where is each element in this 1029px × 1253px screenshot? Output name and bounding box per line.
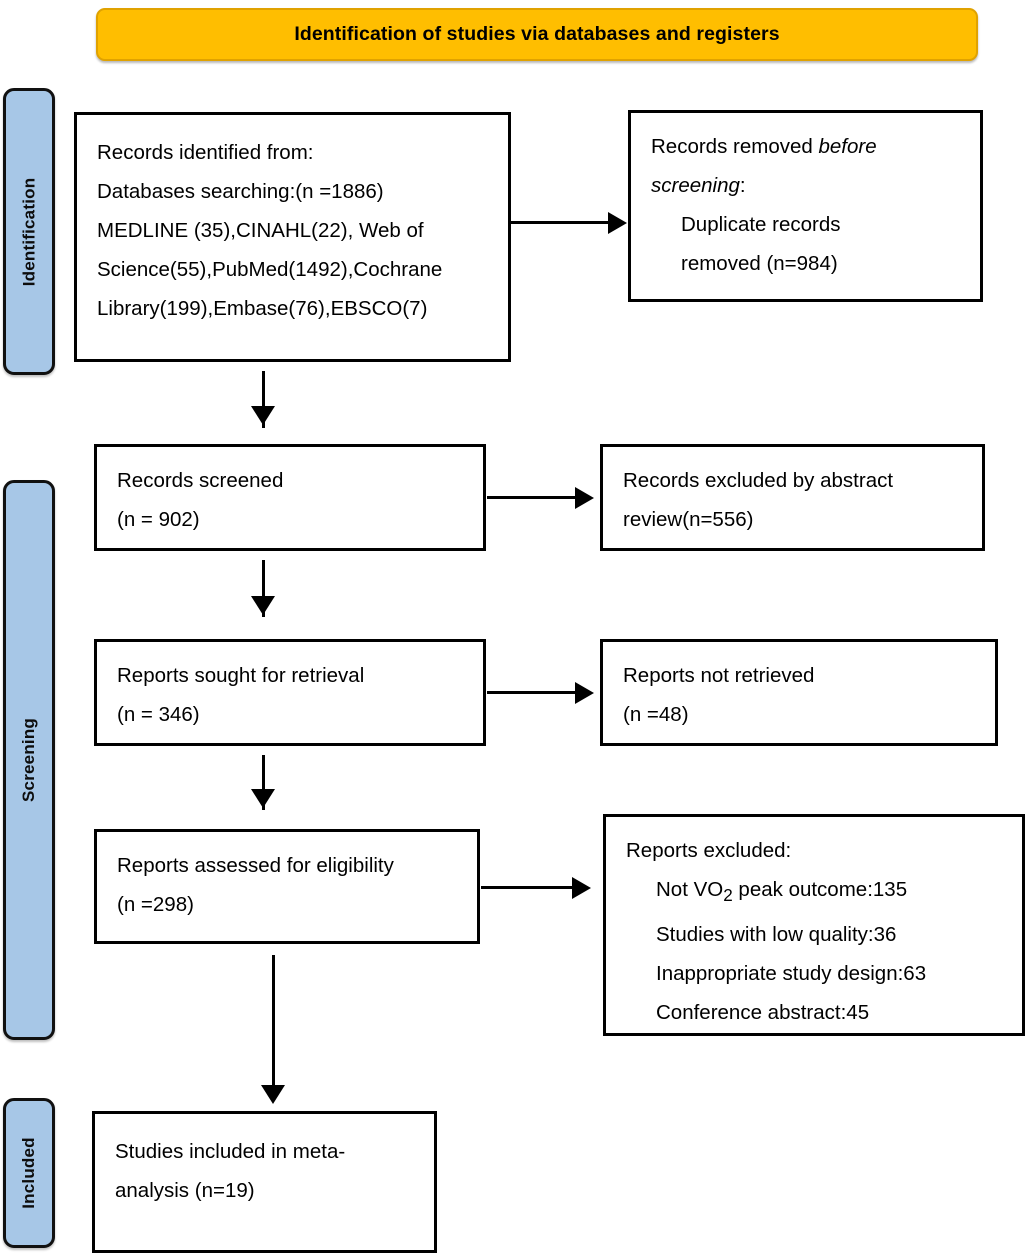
reports-excluded-reason-1: Not VO2 peak outcome:135 — [626, 870, 1006, 915]
reports-excluded-reason-1-pre: Not VO — [656, 878, 724, 901]
records-removed-line-3: Duplicate records — [681, 213, 841, 236]
node-reports-not-retrieved: Reports not retrieved (n =48) — [600, 639, 998, 746]
reports-not-retrieved-line-1: Reports not retrieved — [623, 664, 815, 687]
records-screened-line-2: (n = 902) — [117, 508, 200, 531]
records-removed-line-2-emphasis: screening — [651, 174, 740, 197]
records-removed-line-4: removed (n=984) — [681, 252, 838, 275]
node-reports-excluded: Reports excluded: Not VO2 peak outcome:1… — [603, 814, 1025, 1036]
connector-screened-to-sought — [262, 560, 265, 617]
stage-label-screening-text: Screening — [19, 718, 38, 802]
connector-assessed-to-excluded — [481, 886, 578, 889]
arrow-down-icon — [251, 789, 275, 808]
records-screened-line-1: Records screened — [117, 469, 284, 492]
arrow-right-icon — [572, 877, 591, 899]
node-records-screened: Records screened (n = 902) — [94, 444, 486, 551]
records-identified-line-2: Databases searching:(n =1886) — [97, 180, 384, 203]
arrow-right-icon — [575, 487, 594, 509]
reports-sought-line-2: (n = 346) — [117, 703, 200, 726]
records-identified-line-5: Library(199),Embase(76),EBSCO(7) — [97, 297, 428, 320]
stage-label-included-text: Included — [19, 1137, 38, 1209]
node-studies-included: Studies included in meta- analysis (n=19… — [92, 1111, 437, 1253]
records-excluded-abstract-line-2: review(n=556) — [623, 508, 754, 531]
arrow-down-icon — [251, 596, 275, 615]
records-removed-line-1: Records removed before — [651, 127, 964, 166]
stage-label-identification: Identification — [3, 88, 55, 375]
connector-screened-to-excluded-abstract — [487, 496, 581, 499]
connector-sought-to-assessed — [262, 755, 265, 810]
records-identified-line-4: Science(55),PubMed(1492),Cochrane — [97, 258, 443, 281]
connector-sought-to-not-retrieved — [487, 691, 581, 694]
arrow-down-icon — [261, 1085, 285, 1104]
node-reports-sought: Reports sought for retrieval (n = 346) — [94, 639, 486, 746]
records-identified-line-1: Records identified from: — [97, 141, 314, 164]
diagram-title: Identification of studies via databases … — [294, 23, 780, 45]
studies-included-line-2: analysis (n=19) — [115, 1179, 255, 1202]
node-records-identified: Records identified from: Databases searc… — [74, 112, 511, 362]
node-records-removed: Records removed before screening: Duplic… — [628, 110, 983, 302]
records-excluded-abstract-line-1: Records excluded by abstract — [623, 469, 894, 492]
connector-assessed-to-included — [272, 955, 275, 1095]
records-removed-line-1-emphasis: before — [818, 135, 877, 158]
reports-excluded-line-1: Reports excluded: — [626, 839, 792, 862]
arrow-right-icon — [575, 682, 594, 704]
arrow-right-icon — [608, 212, 627, 234]
records-removed-line-2-text: : — [739, 174, 746, 197]
reports-excluded-reason-2: Studies with low quality:36 — [656, 923, 897, 947]
reports-excluded-reason-1-post: peak outcome:135 — [732, 878, 908, 901]
studies-included-line-1: Studies included in meta- — [115, 1140, 346, 1163]
reports-not-retrieved-line-2: (n =48) — [623, 703, 689, 726]
records-removed-line-1-text: Records removed — [651, 135, 819, 158]
reports-assessed-line-2: (n =298) — [117, 893, 194, 916]
stage-label-included: Included — [3, 1098, 55, 1248]
reports-excluded-reason-1-subscript: 2 — [723, 886, 733, 906]
node-records-excluded-abstract: Records excluded by abstract review(n=55… — [600, 444, 985, 551]
reports-assessed-line-1: Reports assessed for eligibility — [117, 854, 394, 877]
reports-excluded-reason-4: Conference abstract:45 — [656, 1001, 870, 1025]
reports-sought-line-1: Reports sought for retrieval — [117, 664, 365, 687]
records-removed-line-2: screening: — [651, 166, 964, 205]
records-identified-line-3: MEDLINE (35),CINAHL(22), Web of — [97, 219, 424, 242]
diagram-header-banner: Identification of studies via databases … — [96, 8, 978, 61]
connector-identified-to-screened — [262, 371, 265, 428]
reports-excluded-reason-3: Inappropriate study design:63 — [656, 962, 927, 986]
stage-label-screening: Screening — [3, 480, 55, 1040]
stage-label-identification-text: Identification — [19, 177, 39, 286]
arrow-down-icon — [251, 406, 275, 425]
connector-identified-to-removed — [511, 221, 615, 224]
node-reports-assessed: Reports assessed for eligibility (n =298… — [94, 829, 480, 944]
